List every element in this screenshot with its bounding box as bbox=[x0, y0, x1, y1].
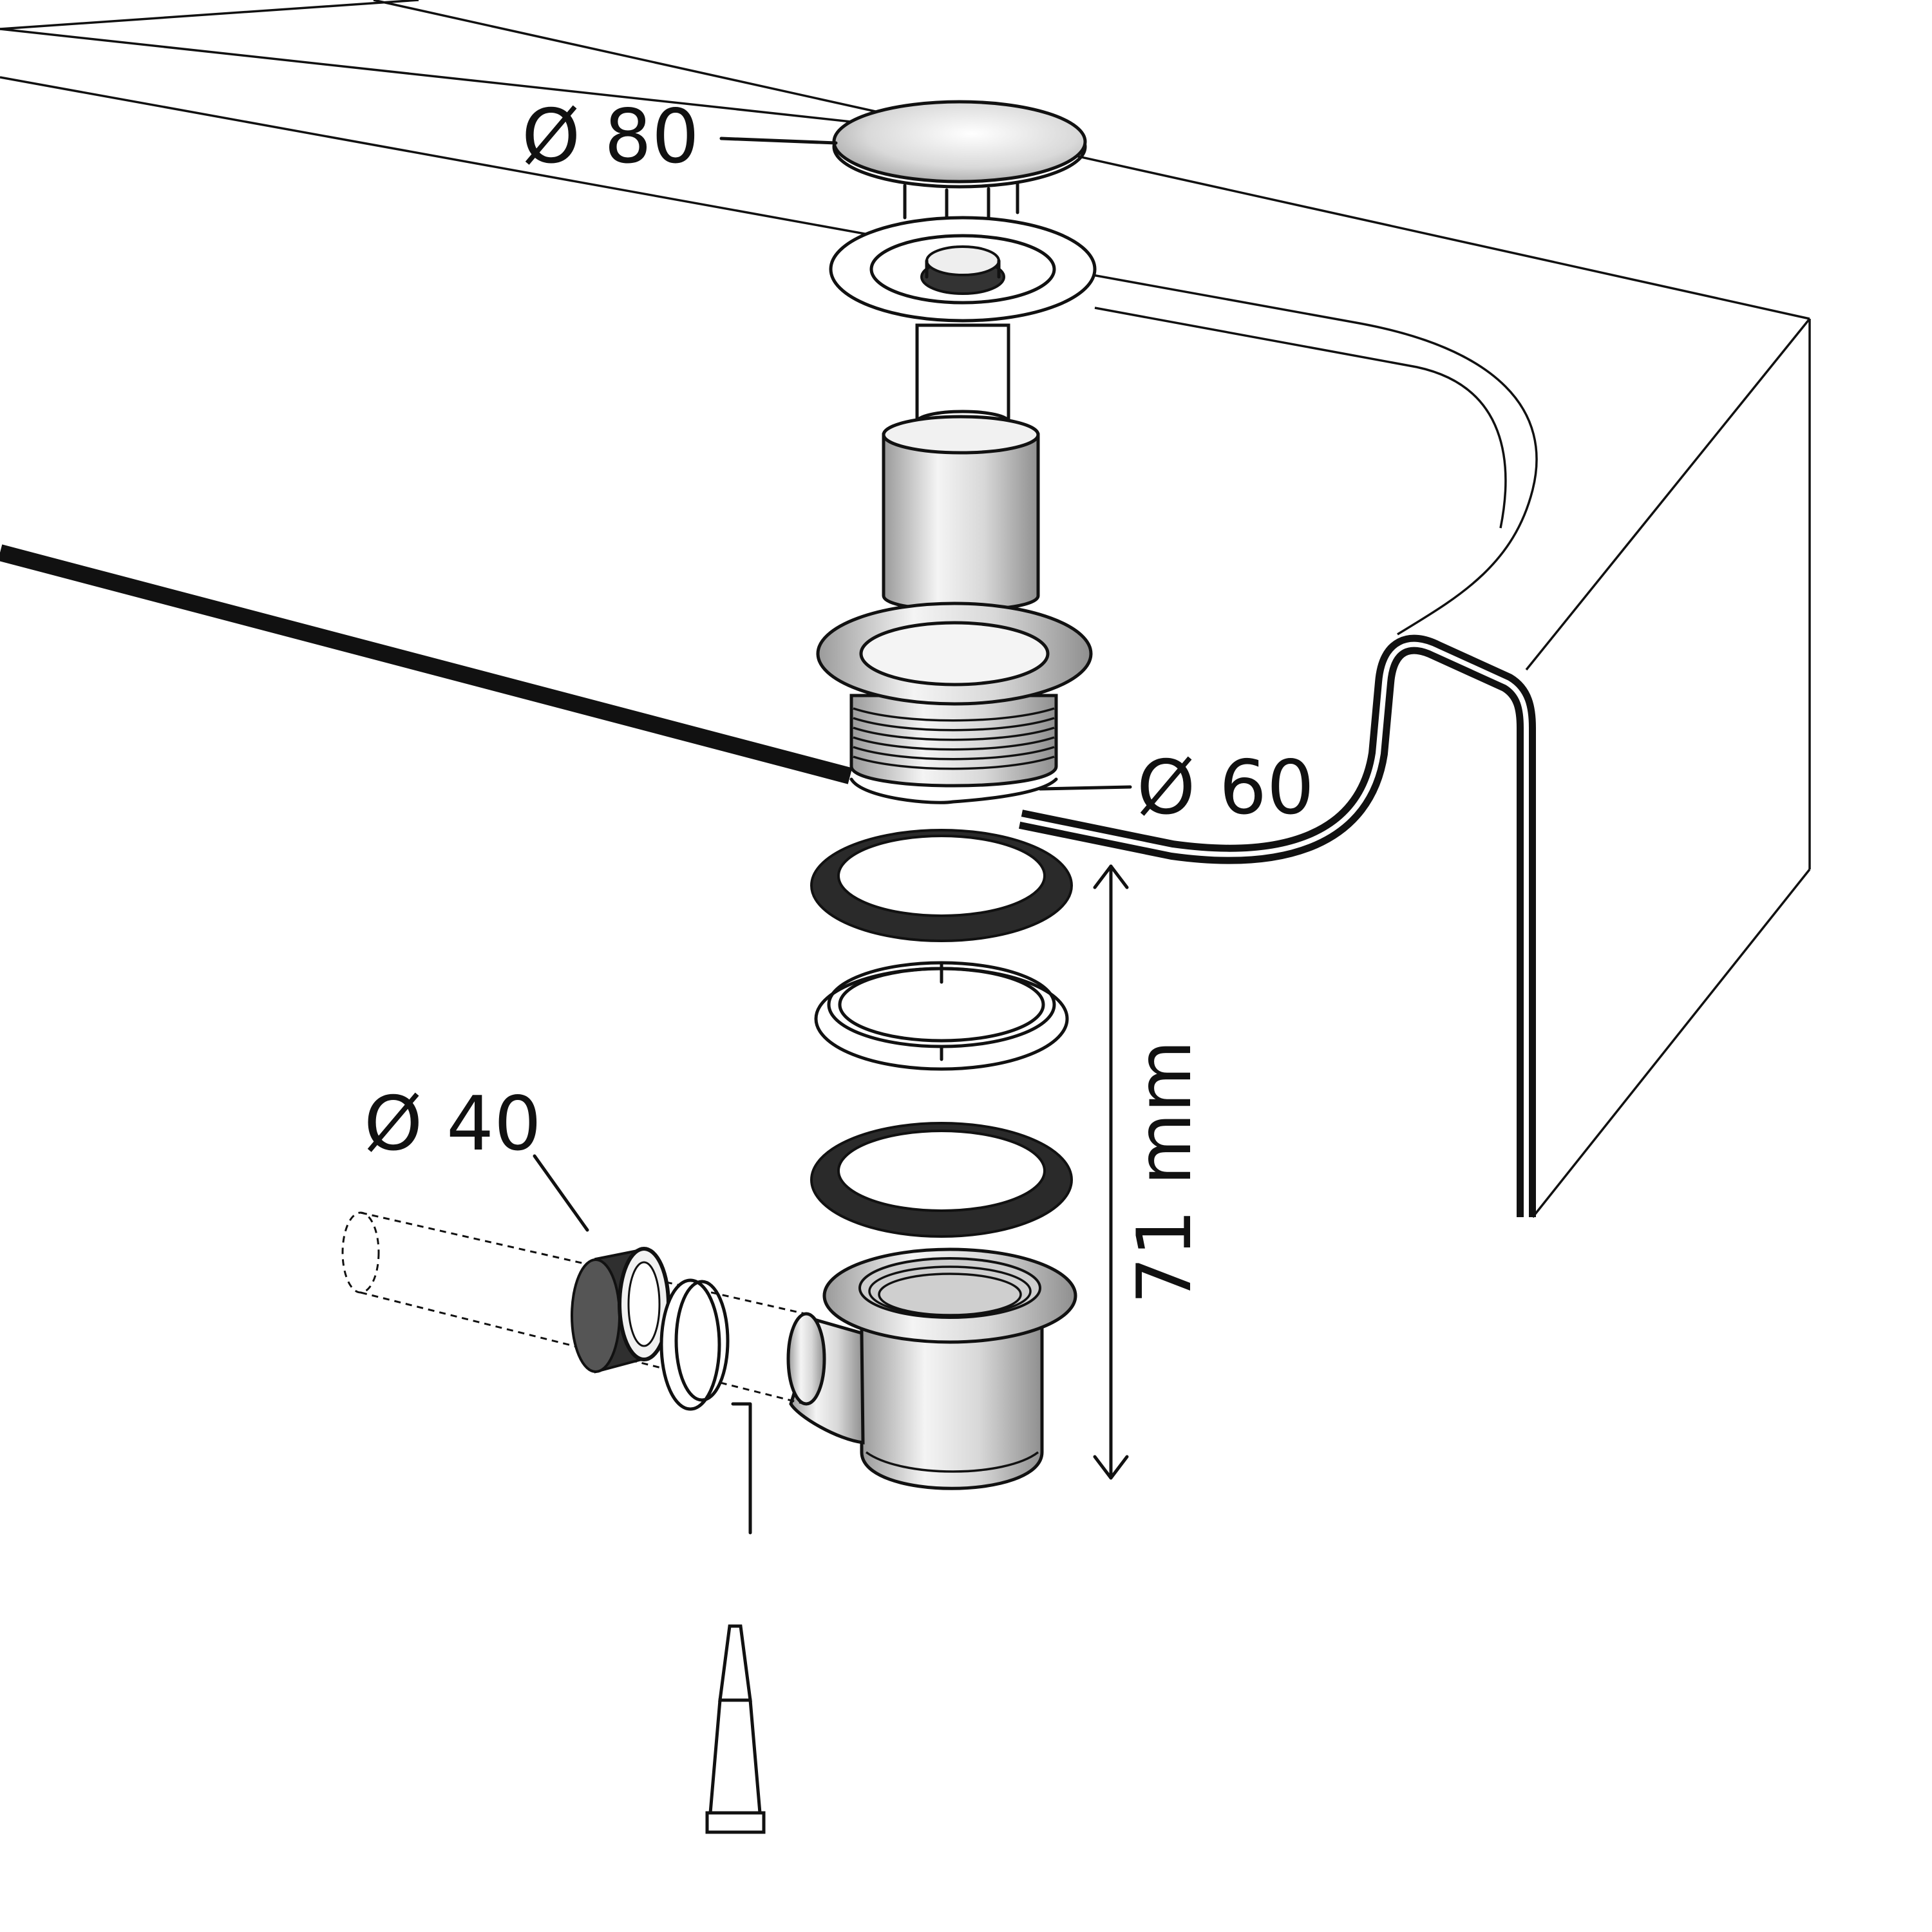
outlet-diameter-label: Ø 40 bbox=[364, 1081, 542, 1168]
trap-thread-lines bbox=[868, 1265, 1032, 1317]
drain-plate bbox=[829, 216, 1097, 323]
flange-diameter-label: Ø 60 bbox=[1137, 744, 1314, 831]
sealant-tube-icon bbox=[705, 1624, 766, 1834]
sealant-leader-line bbox=[731, 1402, 752, 1535]
olive-ring bbox=[659, 1278, 730, 1411]
outlet-pipe bbox=[341, 1211, 806, 1405]
basin-rim-left bbox=[0, 544, 853, 784]
thread-lines bbox=[853, 707, 1055, 770]
basin-outline bbox=[0, 0, 1811, 1218]
outlet-diameter-leader bbox=[533, 1154, 589, 1232]
cover-diameter-leader bbox=[719, 137, 838, 145]
lower-gasket bbox=[810, 1122, 1073, 1238]
height-dimension bbox=[1093, 864, 1129, 1480]
retaining-ring bbox=[814, 961, 1069, 1071]
cover-diameter-label: Ø 80 bbox=[522, 93, 699, 180]
drain-flange-body bbox=[816, 601, 1093, 804]
height-dimension-label: 71 mm bbox=[1121, 1040, 1208, 1304]
outer-sleeve bbox=[882, 415, 1040, 612]
compression-nut bbox=[571, 1247, 670, 1374]
trap-body bbox=[786, 1247, 1077, 1490]
flange-diameter-leader bbox=[1038, 785, 1132, 791]
upper-gasket bbox=[810, 829, 1073, 942]
drain-cover-cap bbox=[832, 100, 1087, 227]
basin-rim-right bbox=[1018, 634, 1536, 1217]
